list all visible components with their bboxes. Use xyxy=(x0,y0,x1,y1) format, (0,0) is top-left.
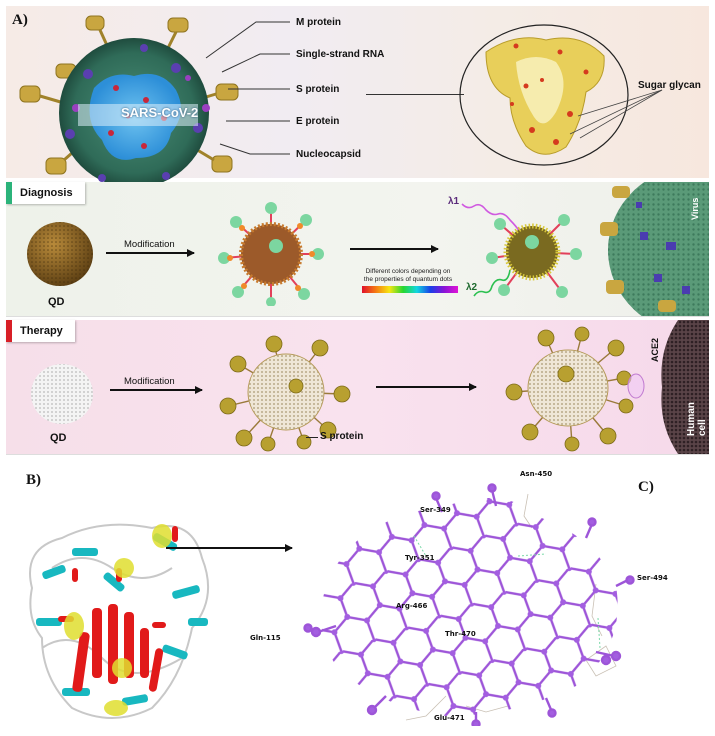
diagnosis-qd-label: QD xyxy=(48,296,65,308)
residue-asn-450: Asn-450 xyxy=(520,470,553,478)
label-nucleocapsid: Nucleocapsid xyxy=(296,149,362,160)
diagnosis-modification-arrow xyxy=(106,249,195,256)
therapy-qd-label: QD xyxy=(50,432,67,444)
label-sugar-glycan: Sugar glycan xyxy=(638,80,701,91)
diagnosis-title: Diagnosis xyxy=(20,187,73,199)
diagnosis-tag: Diagnosis xyxy=(6,182,85,204)
diagnosis-panel: Diagnosis QD Modification Different colo… xyxy=(6,182,709,317)
virus-structure-panel: A) xyxy=(6,6,709,188)
zoom-in-arrow xyxy=(166,544,293,551)
sugar-glycan-arrows xyxy=(569,89,663,139)
panel-label-a: A) xyxy=(12,12,28,28)
label-single-strand-rna: Single-strand RNA xyxy=(296,49,385,60)
lambda-1-label: λ1 xyxy=(448,196,460,207)
therapy-binding-arrow xyxy=(376,383,477,390)
quantum-dot-bare-icon xyxy=(27,222,93,286)
panel-label-b: B) xyxy=(26,472,41,488)
residue-thr-470: Thr-470 xyxy=(445,630,476,638)
quantum-dot-white-icon xyxy=(31,364,93,424)
spectrum-caption-line-2: the properties of quantum dots xyxy=(363,276,453,283)
label-s-protein: S protein xyxy=(296,84,340,95)
qd-bound-to-virus-illustration xyxy=(461,203,582,298)
residue-ser-349: Ser-349 xyxy=(420,506,451,514)
therapy-step-label: Modification xyxy=(124,376,175,387)
s-protein-pointer-line xyxy=(306,437,318,438)
s-protein-decorated-qd-icon xyxy=(219,335,351,452)
residue-gln-115: Gln-115 xyxy=(250,634,281,642)
protein-ribbon-structure xyxy=(29,523,209,719)
functionalized-quantum-dot-icon xyxy=(218,202,324,306)
spectrum-caption-line-1: Different colors depending on xyxy=(365,268,451,275)
therapy-modification-arrow xyxy=(110,386,203,393)
panel-label-c: C) xyxy=(638,479,654,495)
virus-surface-illustration xyxy=(600,182,709,316)
diagnosis-binding-arrow xyxy=(350,245,439,252)
emission-color-spectrum-bar xyxy=(362,286,458,293)
lambda-2-label: λ2 xyxy=(466,282,478,293)
virus-leader-lines xyxy=(205,21,290,155)
spike-protein-closeup xyxy=(459,24,629,166)
diagnosis-step-label: Modification xyxy=(124,239,175,250)
graphene-quantum-dot-docking-structure xyxy=(303,483,635,726)
label-e-protein: E protein xyxy=(296,116,340,127)
s-protein-callout-label: S protein xyxy=(320,431,364,442)
residue-ser-494: Ser-494 xyxy=(637,574,668,582)
label-m-protein: M protein xyxy=(296,17,341,28)
human-cell-label: Human cell xyxy=(686,402,708,436)
qd-bound-to-ace2-illustration xyxy=(505,326,645,452)
s-protein-connector-line xyxy=(366,94,464,95)
residue-glu-471: Glu-471 xyxy=(434,714,465,722)
therapy-accent-bar xyxy=(6,320,12,342)
human-cell-illustration xyxy=(661,320,709,454)
residue-arg-466: Arg-466 xyxy=(396,602,428,610)
diagnosis-accent-bar xyxy=(6,182,12,204)
therapy-tag: Therapy xyxy=(6,320,75,342)
therapy-title: Therapy xyxy=(20,325,63,337)
virus-label: Virus xyxy=(690,197,700,220)
residue-tyr-351: Tyr-351 xyxy=(405,554,435,562)
spectrum-caption: Different colors depending on the proper… xyxy=(354,268,462,284)
virus-name-label: SARS-CoV-2 xyxy=(121,105,199,120)
therapy-panel: Therapy QD Modification S protein xyxy=(6,320,709,455)
